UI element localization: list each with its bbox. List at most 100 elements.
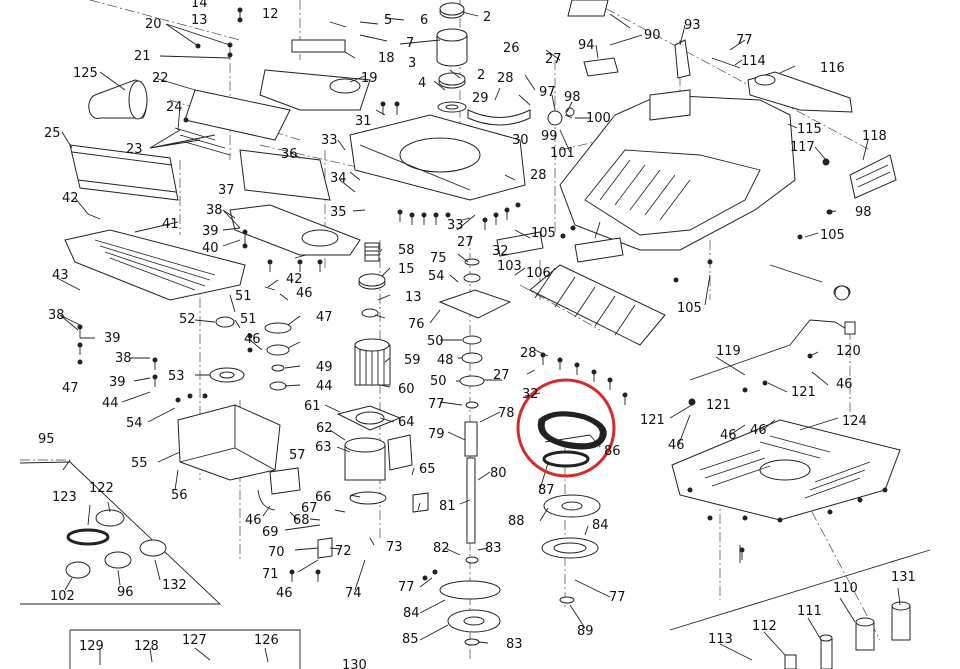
part-label: 55 xyxy=(131,456,148,471)
part-label: 27 xyxy=(457,235,474,250)
part-label: 73 xyxy=(386,540,403,555)
part-label: 121 xyxy=(640,413,665,428)
part-label: 64 xyxy=(398,415,415,430)
part-label: 39 xyxy=(109,375,126,390)
part-label: 27 xyxy=(545,52,562,67)
part-label: 46 xyxy=(244,332,261,347)
part-label: 125 xyxy=(73,66,98,81)
part-label: 112 xyxy=(752,619,777,634)
part-label: 95 xyxy=(38,432,55,447)
part-label: 129 xyxy=(79,639,104,654)
part-label: 46 xyxy=(836,377,853,392)
part-label: 89 xyxy=(577,624,594,639)
part-label: 75 xyxy=(430,251,447,266)
part-label: 74 xyxy=(345,586,362,601)
part-label: 84 xyxy=(592,518,609,533)
part-label: 38 xyxy=(115,351,132,366)
part-label: 13 xyxy=(191,13,208,28)
part-label: 50 xyxy=(427,334,444,349)
part-label: 78 xyxy=(498,406,515,421)
part-label: 13 xyxy=(405,290,422,305)
part-label: 44 xyxy=(316,379,333,394)
part-label: 27 xyxy=(493,368,510,383)
part-label: 28 xyxy=(530,168,547,183)
part-label: 19 xyxy=(361,71,378,86)
part-label: 51 xyxy=(240,312,257,327)
part-label: 48 xyxy=(437,353,454,368)
part-label: 69 xyxy=(262,525,279,540)
part-label: 61 xyxy=(304,399,321,414)
part-label: 23 xyxy=(126,142,143,157)
part-label: 18 xyxy=(378,51,395,66)
part-label: 39 xyxy=(202,224,219,239)
part-label: 98 xyxy=(564,90,581,105)
part-label: 98 xyxy=(855,205,872,220)
part-label: 29 xyxy=(472,91,489,106)
part-label: 81 xyxy=(439,499,456,514)
part-label: 15 xyxy=(398,262,415,277)
part-label: 96 xyxy=(117,585,134,600)
part-label: 46 xyxy=(720,428,737,443)
part-number-labels: 14 12 5 6 2 90 93 77 13 7 20 18 94 114 1… xyxy=(38,0,916,669)
part-label: 58 xyxy=(398,243,415,258)
part-label: 71 xyxy=(262,567,279,582)
part-label: 46 xyxy=(750,423,767,438)
part-label: 38 xyxy=(206,203,223,218)
part-label: 132 xyxy=(162,578,187,593)
part-label: 46 xyxy=(276,586,293,601)
part-label: 12 xyxy=(262,7,279,22)
part-label: 7 xyxy=(406,36,414,51)
part-label: 51 xyxy=(235,289,252,304)
part-label: 117 xyxy=(790,140,815,155)
part-label: 31 xyxy=(355,114,372,129)
part-label: 82 xyxy=(433,541,450,556)
part-label: 46 xyxy=(668,438,685,453)
part-label: 25 xyxy=(44,126,61,141)
part-label: 126 xyxy=(254,633,279,648)
part-label: 121 xyxy=(706,398,731,413)
part-label: 105 xyxy=(677,301,702,316)
part-label: 120 xyxy=(836,344,861,359)
part-label: 41 xyxy=(162,217,179,232)
part-label: 32 xyxy=(522,387,539,402)
part-label: 88 xyxy=(508,514,525,529)
part-label: 35 xyxy=(330,205,347,220)
part-label: 47 xyxy=(62,381,79,396)
part-label: 110 xyxy=(833,581,858,596)
part-label: 57 xyxy=(289,448,306,463)
part-label: 52 xyxy=(179,312,196,327)
part-label: 77 xyxy=(736,33,753,48)
part-label: 83 xyxy=(485,541,502,556)
part-label: 77 xyxy=(609,590,626,605)
part-label: 79 xyxy=(428,427,445,442)
part-label: 128 xyxy=(134,639,159,654)
part-label: 99 xyxy=(541,129,558,144)
part-label: 46 xyxy=(245,513,262,528)
part-label: 33 xyxy=(447,218,464,233)
part-label: 21 xyxy=(134,49,151,64)
highlight-circle xyxy=(516,378,616,478)
part-label: 97 xyxy=(539,85,556,100)
part-label: 2 xyxy=(477,68,485,83)
part-label: 77 xyxy=(398,580,415,595)
leader-lines xyxy=(56,11,901,665)
part-label: 94 xyxy=(578,38,595,53)
part-label: 85 xyxy=(402,632,419,647)
part-label: 72 xyxy=(335,544,352,559)
part-label: 122 xyxy=(89,481,114,496)
part-label: 130 xyxy=(342,658,367,669)
part-label: 124 xyxy=(842,414,867,429)
part-label: 5 xyxy=(384,13,392,28)
part-label: 38 xyxy=(48,308,65,323)
part-label: 59 xyxy=(404,353,421,368)
part-label: 39 xyxy=(104,331,121,346)
part-label: 2 xyxy=(483,10,491,25)
parts-line-art xyxy=(19,0,931,669)
part-label: 86 xyxy=(604,444,621,459)
part-label: 103 xyxy=(497,259,522,274)
part-label: 101 xyxy=(550,146,575,161)
part-label: 32 xyxy=(492,244,509,259)
part-label: 68 xyxy=(293,513,310,528)
part-label: 102 xyxy=(50,589,75,604)
